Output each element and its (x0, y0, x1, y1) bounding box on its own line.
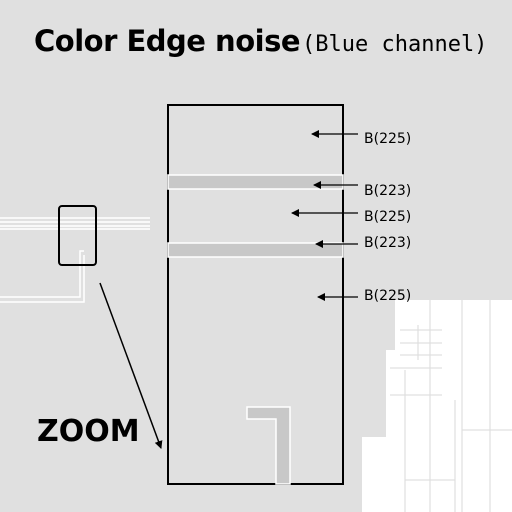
label-arrows (291, 130, 358, 301)
zoomed-box (167, 104, 344, 485)
blue-label-1: B(225) (364, 131, 412, 147)
blue-label-5: B(225) (364, 288, 412, 304)
background-white-shapes (362, 300, 512, 512)
blue-label-2: B(223) (364, 183, 412, 199)
edge-band-1 (167, 174, 344, 190)
title-main: Color Edge noise (34, 24, 301, 58)
edge-band-2 (167, 242, 344, 258)
edge-l-shape (246, 406, 291, 485)
blue-label-4: B(223) (364, 235, 412, 251)
blue-label-3: B(225) (364, 209, 412, 225)
title-subtitle: (Blue channel) (302, 32, 488, 57)
zoom-label: ZOOM (37, 414, 140, 449)
zoom-source-box (58, 205, 97, 266)
thumbnail-lines (0, 217, 150, 303)
diagram-title: Color Edge noise(Blue channel) (34, 24, 487, 58)
zoom-arrow (99, 282, 163, 449)
